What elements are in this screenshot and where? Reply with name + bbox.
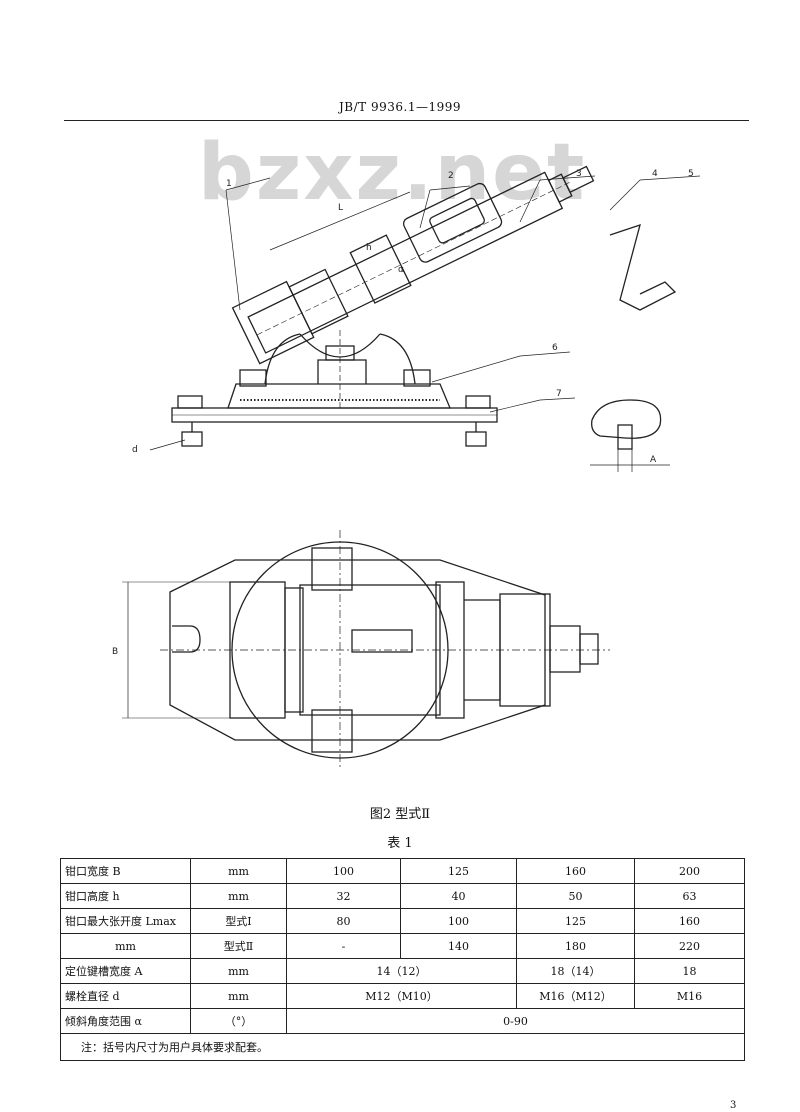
- table-row: 钳口宽度 B mm 100 125 160 200: [60, 858, 745, 884]
- row-label: 倾斜角度范围 α: [60, 1008, 191, 1034]
- cell-value: 180: [516, 933, 635, 959]
- table-row: 钳口最大张开度 Lmax 型式Ⅰ 80 100 125 160: [60, 908, 745, 934]
- header-rule: [64, 120, 749, 121]
- cell-value: 160: [516, 858, 635, 884]
- dim-label-h: h: [366, 243, 372, 253]
- callout-1: 1: [226, 179, 232, 189]
- table-row: 倾斜角度范围 α （°） 0-90: [60, 1008, 745, 1034]
- cell-value: 50: [516, 883, 635, 909]
- side-view: [149, 165, 701, 472]
- movable-jaw: [349, 234, 412, 304]
- row-subtype: 型式Ⅱ: [190, 933, 287, 959]
- cell-value: 125: [516, 908, 635, 934]
- table-note: 注：括号内尺寸为用户具体要求配套。: [60, 1033, 745, 1061]
- technical-drawing: 1 2 3 4 5 6 7 L h α d A B: [112, 165, 701, 770]
- callout-4: 4: [652, 169, 658, 179]
- table-row: 螺栓直径 d mm M12（M10） M16（M12） M16: [60, 983, 745, 1009]
- cell-value: 0-90: [286, 1008, 745, 1034]
- row-label: 螺栓直径 d: [60, 983, 191, 1009]
- dim-label-A: A: [650, 455, 657, 465]
- callout-5: 5: [688, 169, 694, 179]
- cell-value: 220: [634, 933, 745, 959]
- row-label: 钳口高度 h: [60, 883, 191, 909]
- table-row: 钳口高度 h mm 32 40 50 63: [60, 883, 745, 909]
- cell-value: 18（14）: [516, 958, 635, 984]
- table-title: 表 1: [387, 836, 413, 851]
- table-row: 定位键槽宽度 A mm 14（12） 18（14） 18: [60, 958, 745, 984]
- table-note-row: 注：括号内尺寸为用户具体要求配套。: [60, 1033, 745, 1061]
- watermark: bzxz.net: [198, 128, 587, 218]
- top-base: [169, 559, 546, 741]
- cell-value: 80: [286, 908, 401, 934]
- top-view: [122, 530, 610, 770]
- row-unit: mm: [190, 958, 287, 984]
- fixed-jaw: [231, 280, 315, 365]
- cell-value: 100: [286, 858, 401, 884]
- cell-value: M12（M10）: [286, 983, 517, 1009]
- cell-value: 100: [400, 908, 517, 934]
- row-label: 定位键槽宽度 A: [60, 958, 191, 984]
- row-unit: mm: [190, 883, 287, 909]
- cell-value: 63: [634, 883, 745, 909]
- row-unit: mm: [60, 933, 191, 959]
- dim-label-B: B: [112, 647, 118, 657]
- callout-3: 3: [576, 169, 582, 179]
- spec-table: 钳口宽度 B mm 100 125 160 200 钳口高度 h mm 32 4…: [60, 858, 745, 1061]
- row-unit: （°）: [190, 1008, 287, 1034]
- callout-6: 6: [552, 343, 558, 353]
- table-row: mm 型式Ⅱ - 140 180 220: [60, 933, 745, 959]
- dim-label-alpha: α: [398, 265, 404, 275]
- callout-7: 7: [556, 389, 562, 399]
- row-subtype: 型式Ⅰ: [190, 908, 287, 934]
- row-label: 钳口宽度 B: [60, 858, 191, 884]
- standard-code-header: JB/T 9936.1—1999: [338, 100, 462, 114]
- figure-caption: 图2 型式Ⅱ: [369, 807, 431, 822]
- dim-label-d: d: [132, 445, 138, 455]
- key-detail: [591, 399, 662, 439]
- cell-value: M16: [634, 983, 745, 1009]
- side-view-labels: 1 2 3 4 5 6 7 L h α d A: [132, 169, 694, 465]
- row-unit: mm: [190, 858, 287, 884]
- cell-value: 200: [634, 858, 745, 884]
- cell-value: 140: [400, 933, 517, 959]
- rotary-base: [227, 383, 451, 409]
- dim-label-L: L: [338, 203, 343, 213]
- row-label: 钳口最大张开度 Lmax: [60, 908, 191, 934]
- cell-value: 18: [634, 958, 745, 984]
- cell-value: M16（M12）: [516, 983, 635, 1009]
- callout-2: 2: [448, 171, 454, 181]
- row-unit: mm: [190, 983, 287, 1009]
- cell-value: 40: [400, 883, 517, 909]
- cell-value: 14（12）: [286, 958, 517, 984]
- bolt-slot: [172, 625, 201, 653]
- cell-value: 160: [634, 908, 745, 934]
- page-number: 3: [730, 1100, 737, 1111]
- cell-value: 32: [286, 883, 401, 909]
- cell-value: -: [286, 933, 401, 959]
- cell-value: 125: [400, 858, 517, 884]
